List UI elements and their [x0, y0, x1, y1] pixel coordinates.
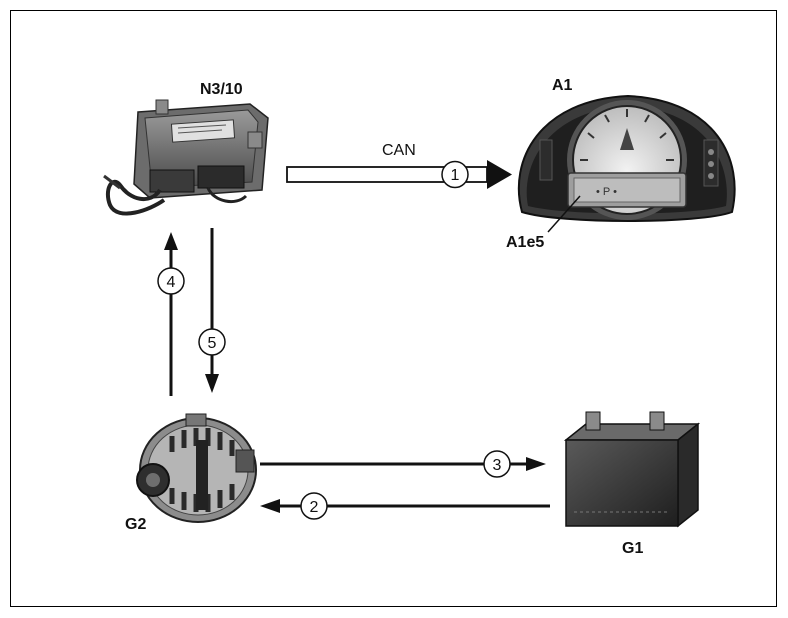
can-connection-arrow — [286, 160, 512, 189]
battery-label: G1 — [622, 540, 644, 557]
diagram-frame — [10, 10, 777, 607]
step-5-marker — [198, 328, 226, 356]
step-4-number: 4 — [167, 274, 176, 291]
arrow-5-down — [205, 228, 219, 393]
step-1-number: 1 — [451, 167, 460, 184]
svg-text:• P •: • P • — [596, 186, 617, 198]
battery-device — [563, 411, 701, 528]
step-1-marker — [441, 160, 469, 189]
control-unit-device — [103, 99, 269, 216]
step-5-number: 5 — [208, 335, 217, 352]
step-3-marker — [483, 450, 511, 478]
alternator-device — [136, 413, 257, 523]
can-label: CAN — [382, 142, 416, 159]
step-3-number: 3 — [493, 457, 502, 474]
step-2-number: 2 — [310, 499, 319, 516]
step-2-marker — [300, 492, 328, 520]
arrow-4-up — [164, 232, 178, 396]
display-label: A1e5 — [506, 234, 545, 251]
step-4-marker — [157, 267, 185, 295]
instrument-cluster-label: A1 — [552, 77, 573, 94]
instrument-cluster-device: • P • — [517, 94, 736, 233]
alternator-label: G2 — [125, 516, 147, 533]
control-unit-label: N3/10 — [200, 81, 243, 98]
